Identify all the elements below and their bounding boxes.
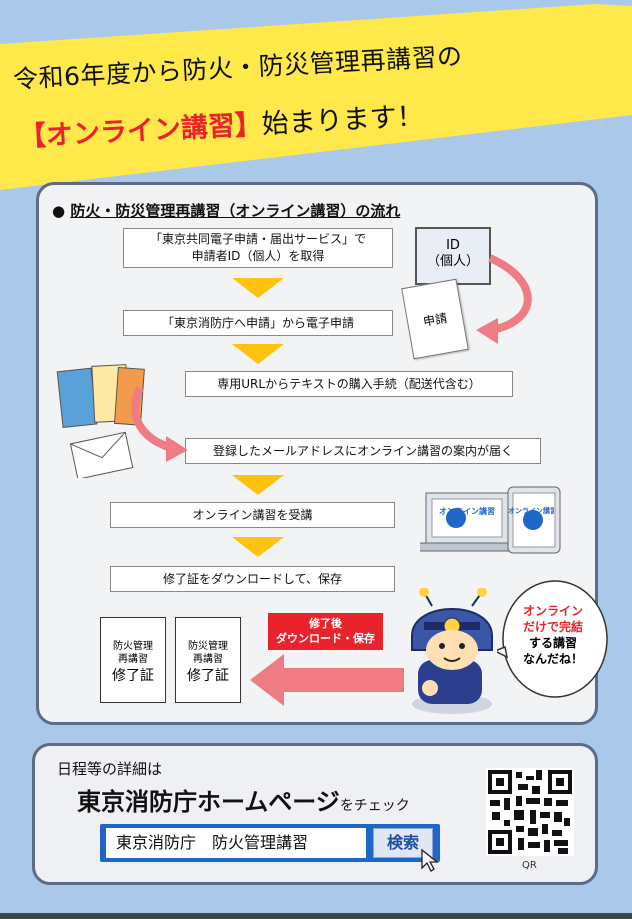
left-arrow-icon xyxy=(250,654,404,706)
cursor-icon xyxy=(421,848,439,872)
curved-arrow-icon xyxy=(131,386,188,462)
homepage-link-text[interactable]: 東京消防庁ホームページ xyxy=(77,788,340,816)
disaster-certificate: 防災管理 再講習 修了証 xyxy=(175,617,241,703)
id-card-icon: ID （個人） xyxy=(415,227,491,285)
down-arrow xyxy=(232,537,284,557)
flow-step-4: 登録したメールアドレスにオンライン講習の案内が届く xyxy=(185,438,541,464)
id-card-line1: ID xyxy=(446,238,460,253)
info-intro: 日程等の詳細は xyxy=(57,760,163,778)
speech-line4: なんだね！ xyxy=(522,652,583,666)
headline-banner xyxy=(0,0,632,195)
flow-step-1: 「東京共同電子申請・届出サービス」で 申請者ID（個人）を取得 xyxy=(123,228,393,268)
flow-title-text: 防火・防災管理再講習（オンライン講習）の流れ xyxy=(70,202,401,220)
speech-text: オンライン だけで完結 する講習 なんだね！ xyxy=(503,603,603,667)
speech-line1: オンライン xyxy=(522,604,583,618)
flow-step-5: オンライン講習を受講 xyxy=(110,502,395,528)
speech-line3: する講習 xyxy=(528,636,577,650)
flow-step-5-text: オンライン講習を受講 xyxy=(192,507,313,522)
disaster-certificate-line2: 再講習 xyxy=(193,654,223,665)
flow-step-6: 修了証をダウンロードして、保存 xyxy=(110,566,395,592)
disaster-certificate-line3: 修了証 xyxy=(187,668,229,684)
flow-step-1-line1: 「東京共同電子申請・届出サービス」で xyxy=(149,232,366,246)
down-arrow xyxy=(232,278,284,298)
qr-code[interactable] xyxy=(486,768,574,856)
fire-certificate-line3: 修了証 xyxy=(112,668,154,684)
bullet: ● xyxy=(52,202,66,220)
application-document-label: 申請 xyxy=(422,310,449,329)
flow-step-3-text: 専用URLからテキストの購入手続（配送代含む） xyxy=(217,376,481,391)
flow-step-2-text: 「東京消防庁へ申請」から電子申請 xyxy=(161,315,354,330)
fire-certificate-line1: 防火管理 xyxy=(113,641,153,652)
down-arrow xyxy=(232,344,284,364)
flow-step-1-line2: 申請者ID（個人）を取得 xyxy=(191,249,325,263)
search-button[interactable]: 検索 xyxy=(373,828,433,858)
speech-bubble xyxy=(497,580,608,698)
down-arrow xyxy=(232,475,284,495)
cards-and-envelope-icon xyxy=(56,364,145,478)
id-card-line2: （個人） xyxy=(426,254,479,269)
flow-step-6-text: 修了証をダウンロードして、保存 xyxy=(162,571,343,586)
flow-step-3: 専用URLからテキストの購入手続（配送代含む） xyxy=(185,371,513,397)
disaster-certificate-line1: 防災管理 xyxy=(188,641,228,652)
info-heading: 東京消防庁ホームページをチェック xyxy=(77,782,410,817)
download-badge-line1: 修了後 xyxy=(309,617,342,630)
search-input[interactable]: 東京消防庁 防火管理講習 xyxy=(106,828,366,858)
speech-line2: だけで完結 xyxy=(522,620,583,634)
flow-title: ● 防火・防災管理再講習（オンライン講習）の流れ xyxy=(52,200,400,221)
curved-arrow-icon xyxy=(476,254,532,344)
download-badge: 修了後 ダウンロード・保存 xyxy=(268,613,383,650)
download-badge-line2: ダウンロード・保存 xyxy=(276,632,375,645)
flow-step-4-text: 登録したメールアドレスにオンライン講習の案内が届く xyxy=(212,443,513,458)
mascot-firefighter-icon xyxy=(411,588,493,714)
laptop-and-tablet-icon xyxy=(420,486,561,554)
flow-step-2: 「東京消防庁へ申請」から電子申請 xyxy=(123,310,393,336)
footer-bar xyxy=(0,913,632,919)
info-suffix: をチェック xyxy=(339,798,410,814)
laptop-screen-label: オンライン講習 xyxy=(439,507,495,516)
fire-certificate: 防火管理 再講習 修了証 xyxy=(100,617,166,703)
tablet-screen-label: オンライン講習 xyxy=(508,507,554,515)
fire-certificate-line2: 再講習 xyxy=(118,654,148,665)
qr-label: QR xyxy=(522,860,537,871)
